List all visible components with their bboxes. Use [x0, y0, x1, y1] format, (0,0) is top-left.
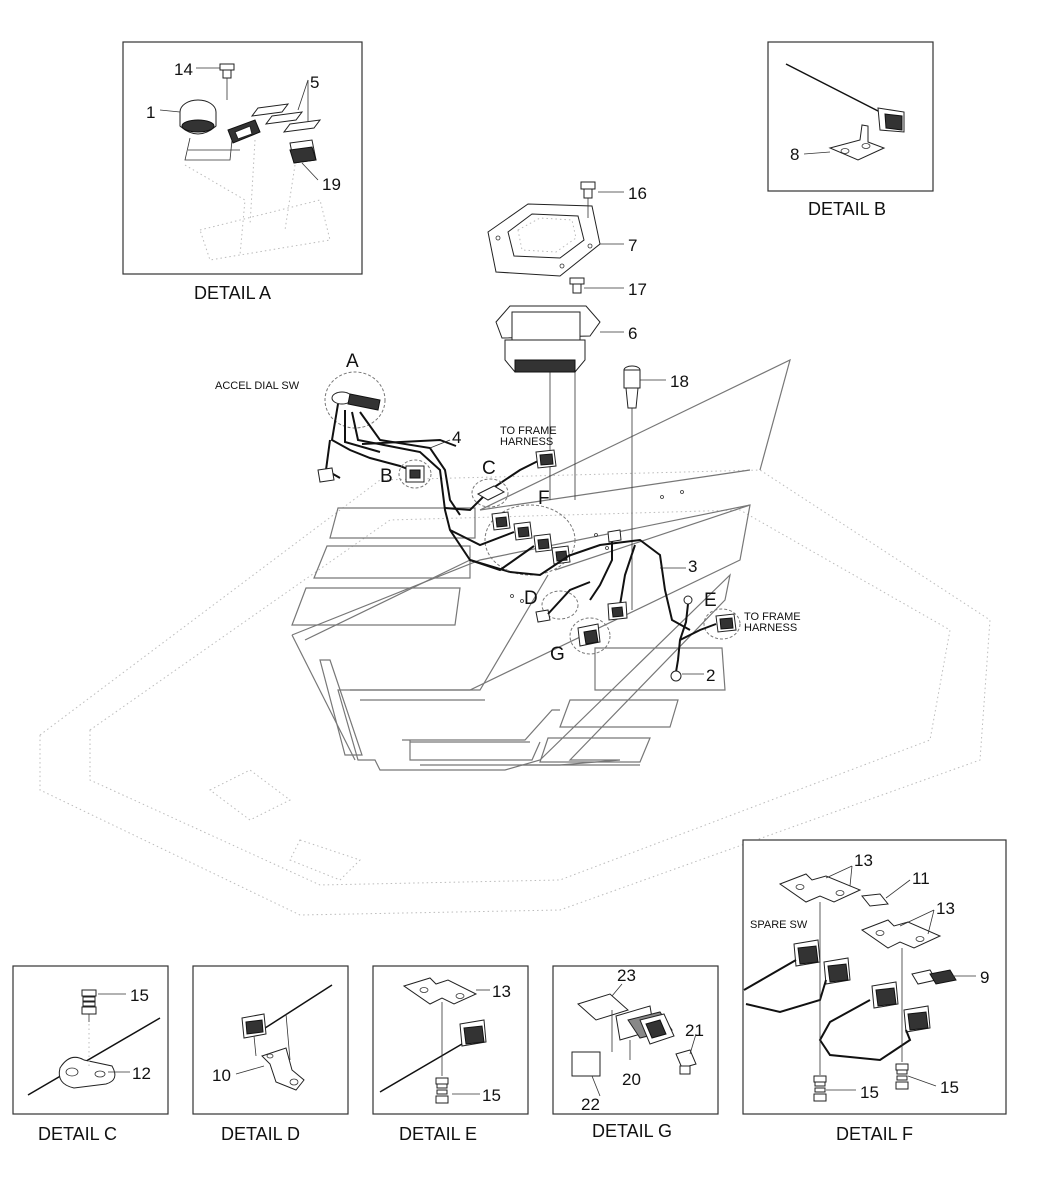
- detail-d-caption: DETAIL D: [221, 1124, 300, 1144]
- part-label-2: 2: [706, 666, 715, 685]
- part-label-19: 19: [322, 175, 341, 194]
- callout-f: F: [538, 488, 550, 509]
- detail-a-caption: DETAIL A: [194, 283, 271, 303]
- accel-dial-sw-note: ACCEL DIAL SW: [215, 380, 300, 392]
- detail-g-caption: DETAIL G: [592, 1121, 672, 1141]
- main-harness: [317, 371, 741, 682]
- part-label-6: 6: [628, 324, 637, 343]
- part-label-13-f1: 13: [854, 851, 873, 870]
- part-label-10: 10: [212, 1066, 231, 1085]
- part-label-9: 9: [980, 968, 989, 987]
- detail-b-caption: DETAIL B: [808, 199, 886, 219]
- detail-g-panel: 23 21 20 22: [552, 965, 719, 1115]
- part-label-15-c: 15: [130, 986, 149, 1005]
- boot-6: 17 6: [495, 277, 647, 373]
- detail-f-caption: DETAIL F: [836, 1124, 913, 1144]
- detail-d-panel: 10: [192, 965, 349, 1115]
- part-label-16: 16: [628, 184, 647, 203]
- part-label-1: 1: [146, 103, 155, 122]
- cover-plate: 16 7: [487, 181, 647, 277]
- part-label-8: 8: [790, 145, 799, 164]
- callout-g: G: [550, 644, 565, 665]
- callout-b: B: [380, 466, 393, 487]
- part-label-22: 22: [581, 1095, 600, 1114]
- detail-e-caption: DETAIL E: [399, 1124, 477, 1144]
- spare-sw-note: SPARE SW: [750, 919, 808, 931]
- socket-18: 18: [623, 365, 689, 610]
- to-frame-note-1: TO FRAME: [500, 425, 557, 437]
- callout-d: D: [524, 588, 538, 609]
- part-label-21: 21: [685, 1021, 704, 1040]
- to-frame-note-2: TO FRAME: [744, 611, 801, 623]
- callout-c: C: [482, 458, 496, 479]
- part-label-15-f2: 15: [940, 1078, 959, 1097]
- harness-note-2: HARNESS: [744, 622, 797, 634]
- detail-f-panel: 13 11 13 9 15 15 SPARE SW: [742, 839, 1007, 1115]
- detail-b-panel: 8: [767, 41, 934, 192]
- part-label-23: 23: [617, 966, 636, 985]
- part-label-15-e: 15: [482, 1086, 501, 1105]
- part-label-15-f1: 15: [860, 1083, 879, 1102]
- part-label-13-f2: 13: [936, 899, 955, 918]
- part-label-7: 7: [628, 236, 637, 255]
- detail-c-caption: DETAIL C: [38, 1124, 117, 1144]
- part-label-11: 11: [912, 869, 930, 888]
- harness-note-1: HARNESS: [500, 436, 553, 448]
- part-label-20: 20: [622, 1070, 641, 1089]
- detail-a-panel: 14 1 5 19: [122, 41, 363, 275]
- detail-c-panel: 15 12: [12, 965, 169, 1115]
- part-label-17: 17: [628, 280, 647, 299]
- part-label-14: 14: [174, 60, 193, 79]
- part-label-4: 4: [452, 428, 461, 447]
- part-label-13-e: 13: [492, 982, 511, 1001]
- callout-a: A: [346, 351, 359, 372]
- part-label-18: 18: [670, 372, 689, 391]
- console-outline: [291, 330, 791, 771]
- part-label-3: 3: [688, 557, 697, 576]
- part-label-5: 5: [310, 73, 319, 92]
- part-label-12: 12: [132, 1064, 151, 1083]
- detail-e-panel: 13 15: [372, 965, 529, 1115]
- callout-e: E: [704, 590, 717, 611]
